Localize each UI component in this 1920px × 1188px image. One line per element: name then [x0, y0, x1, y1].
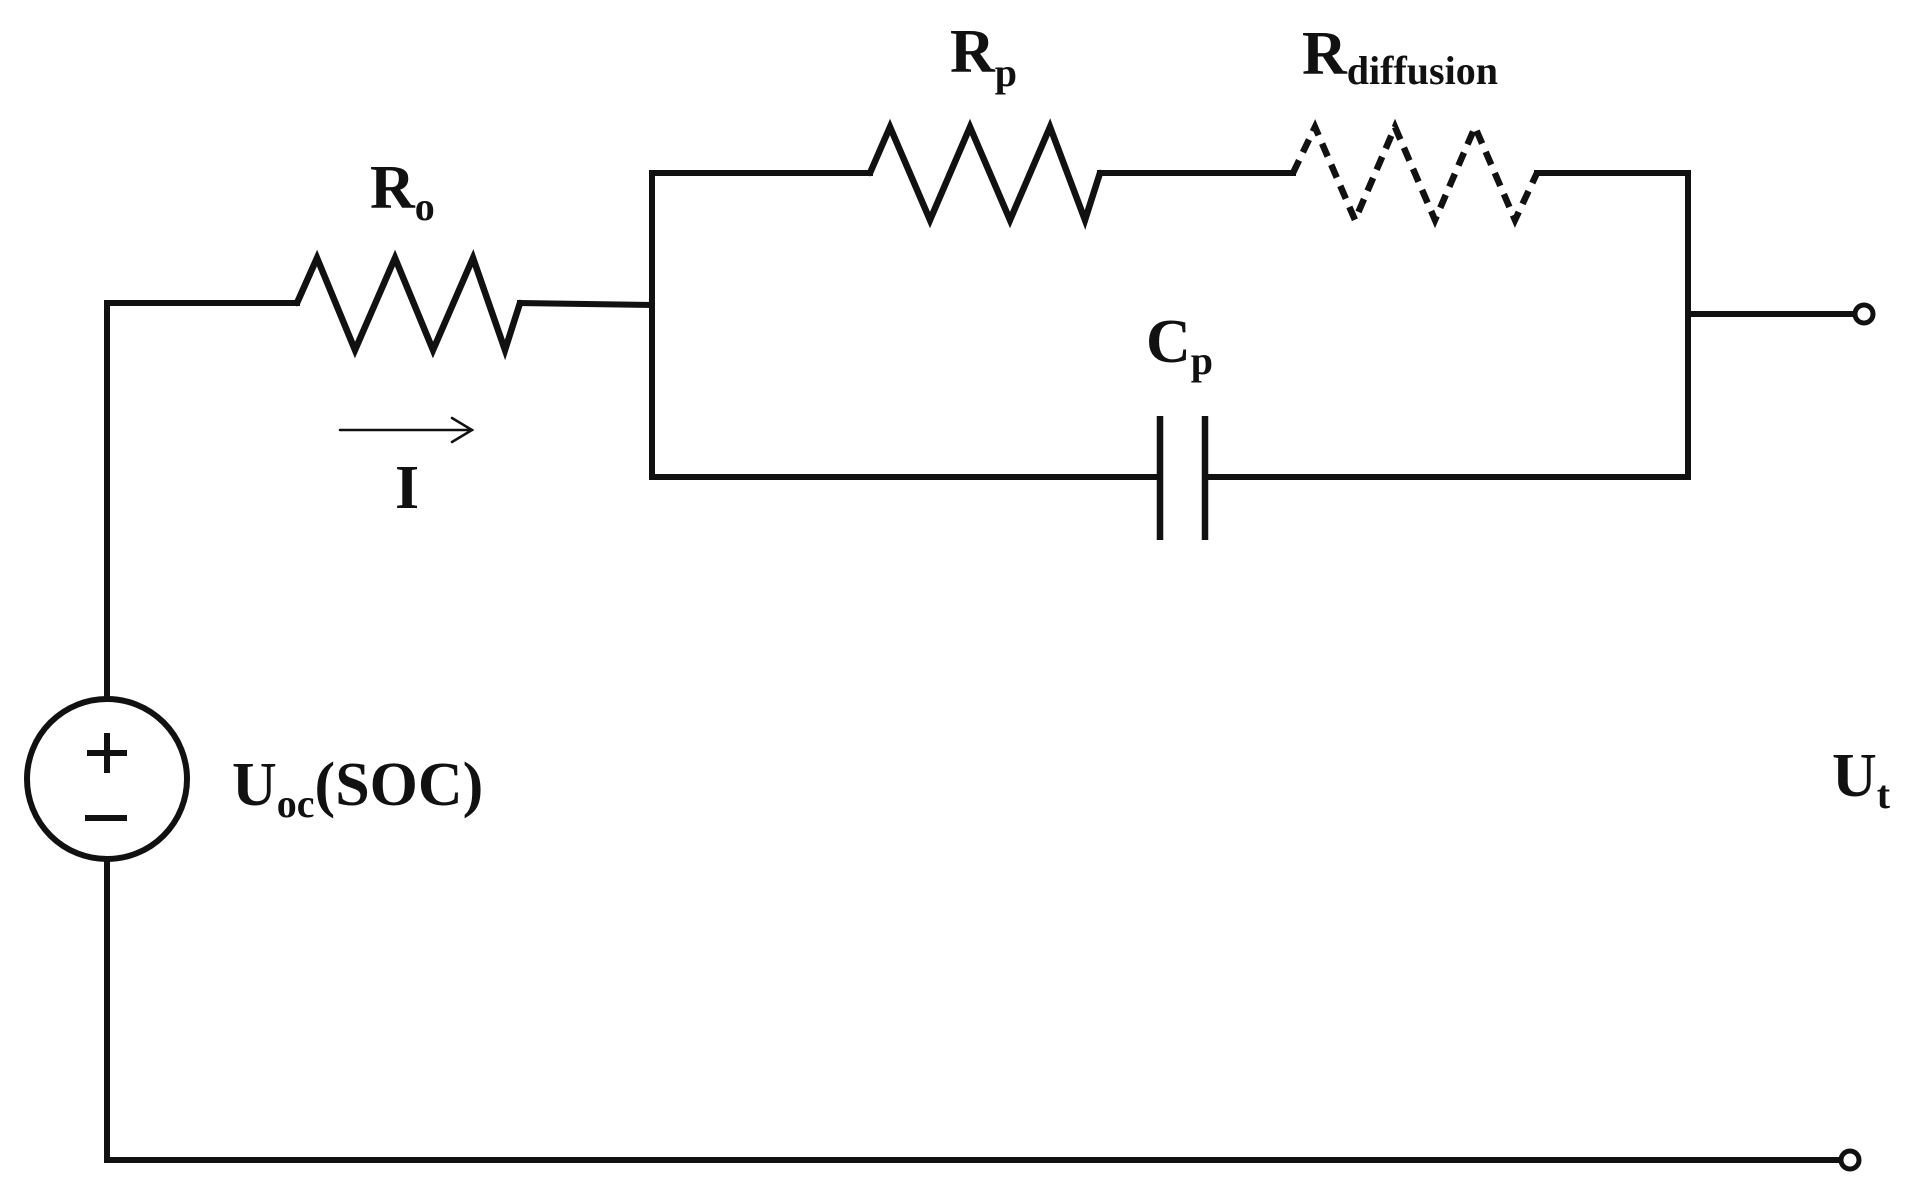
label-rp-sub: p	[995, 50, 1017, 95]
label-source-sub: oc	[277, 781, 315, 826]
capacitor-cp	[1156, 416, 1209, 540]
label-r0-main: R	[370, 154, 416, 222]
label-ut-sub: t	[1877, 772, 1891, 817]
label-rdiffusion-sub: diffusion	[1347, 48, 1498, 93]
output-terminal-bottom	[1838, 1148, 1862, 1172]
wire-left-top	[104, 300, 300, 700]
label-r0-sub: o	[415, 184, 435, 229]
label-rp-main: R	[950, 18, 996, 86]
label-rdiffusion: Rdiffusion	[1302, 20, 1498, 93]
label-rdiffusion-main: R	[1302, 20, 1348, 88]
resistor-rp	[866, 118, 1104, 230]
label-rp: Rp	[950, 18, 1017, 95]
wire-bottom-return	[104, 857, 1845, 1163]
label-source: Uoc(SOC)	[232, 751, 483, 826]
output-terminal-top	[1852, 302, 1876, 326]
label-current: I	[395, 454, 419, 522]
wire-r0-to-junction	[516, 299, 656, 309]
voltage-source	[24, 696, 190, 862]
label-source-main: U	[232, 751, 277, 819]
label-terminal-voltage: Ut	[1832, 742, 1891, 817]
current-arrow	[338, 416, 475, 444]
label-cp: Cp	[1146, 308, 1213, 383]
label-source-tail: (SOC)	[315, 751, 484, 819]
resistor-rdiffusion	[1290, 118, 1540, 229]
resistor-r0	[293, 249, 524, 361]
source-circle	[24, 696, 190, 862]
plus-sign	[87, 733, 127, 773]
label-ut-main: U	[1832, 742, 1877, 810]
wires	[104, 170, 1858, 1163]
label-cp-sub: p	[1191, 338, 1213, 383]
label-r0: Ro	[370, 154, 435, 229]
label-cp-main: C	[1146, 308, 1191, 376]
